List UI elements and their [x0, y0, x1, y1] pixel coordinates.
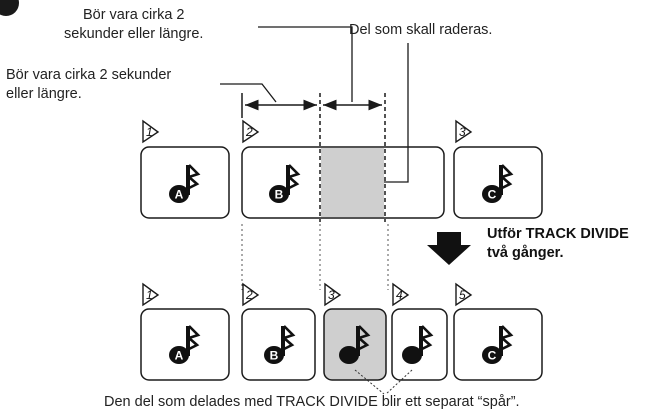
music-note-icon — [339, 325, 371, 364]
track-number-label: 1 — [146, 288, 153, 302]
track-number-label: 3 — [459, 125, 466, 139]
music-note-icon: C — [482, 325, 514, 364]
track-number-label: 2 — [245, 288, 253, 302]
track-letter-badge: A — [175, 188, 184, 202]
note-left-duration: Bör vara cirka 2 sekunder eller längre. — [6, 67, 172, 102]
track-letter-badge: B — [275, 188, 284, 202]
track-flag-icon — [242, 282, 260, 307]
music-note-icon: C — [482, 164, 514, 203]
music-note-icon: A — [169, 164, 201, 203]
track-letter-badge: C — [488, 188, 497, 202]
track-number-label: 4 — [396, 288, 403, 302]
track-flag-icon — [455, 282, 473, 307]
track-letter-badge: C — [488, 349, 497, 363]
leader-left-note — [220, 83, 277, 103]
track-flag-icon — [455, 119, 473, 144]
before-row — [140, 119, 543, 219]
after-row — [140, 282, 543, 381]
erase-segment — [321, 148, 384, 217]
track-box-a-after — [140, 308, 230, 381]
track-letter-badge: B — [270, 349, 279, 363]
step-marker-dot — [0, 0, 19, 16]
track-flag-icon — [392, 282, 410, 307]
track-box-c-after — [453, 308, 543, 381]
track-number-label: 2 — [245, 125, 253, 139]
track-flag-icon — [142, 119, 160, 144]
instruction-track-divide: Utför TRACK DIVIDE två gånger. — [487, 226, 629, 261]
music-note-icon: A — [169, 325, 201, 364]
pointer-new-track-4 — [385, 369, 413, 395]
track-flag-icon — [242, 119, 260, 144]
note-top-duration: Bör vara cirka 2 sekunder eller längre. — [64, 7, 204, 42]
track-number-label: 3 — [328, 288, 335, 302]
down-arrow-icon — [427, 232, 471, 265]
track-number-label: 1 — [146, 125, 153, 139]
track-box-new-after — [323, 308, 387, 381]
music-note-icon: B — [264, 325, 296, 364]
leader-top-note — [258, 26, 353, 102]
track-box-a — [140, 146, 230, 219]
track-box-b-after — [241, 308, 316, 381]
track-flag-icon — [142, 282, 160, 307]
track-flag-icon — [324, 282, 342, 307]
track-letter-badge: A — [175, 349, 184, 363]
track-number-label: 5 — [459, 288, 466, 302]
track-box-c — [453, 146, 543, 219]
note-erase: Del som skall raderas. — [349, 22, 493, 38]
music-note-icon — [402, 325, 434, 364]
caption: Den del som delades med TRACK DIVIDE bli… — [104, 394, 520, 410]
music-note-icon: B — [269, 164, 301, 203]
track-box-b — [241, 146, 445, 219]
